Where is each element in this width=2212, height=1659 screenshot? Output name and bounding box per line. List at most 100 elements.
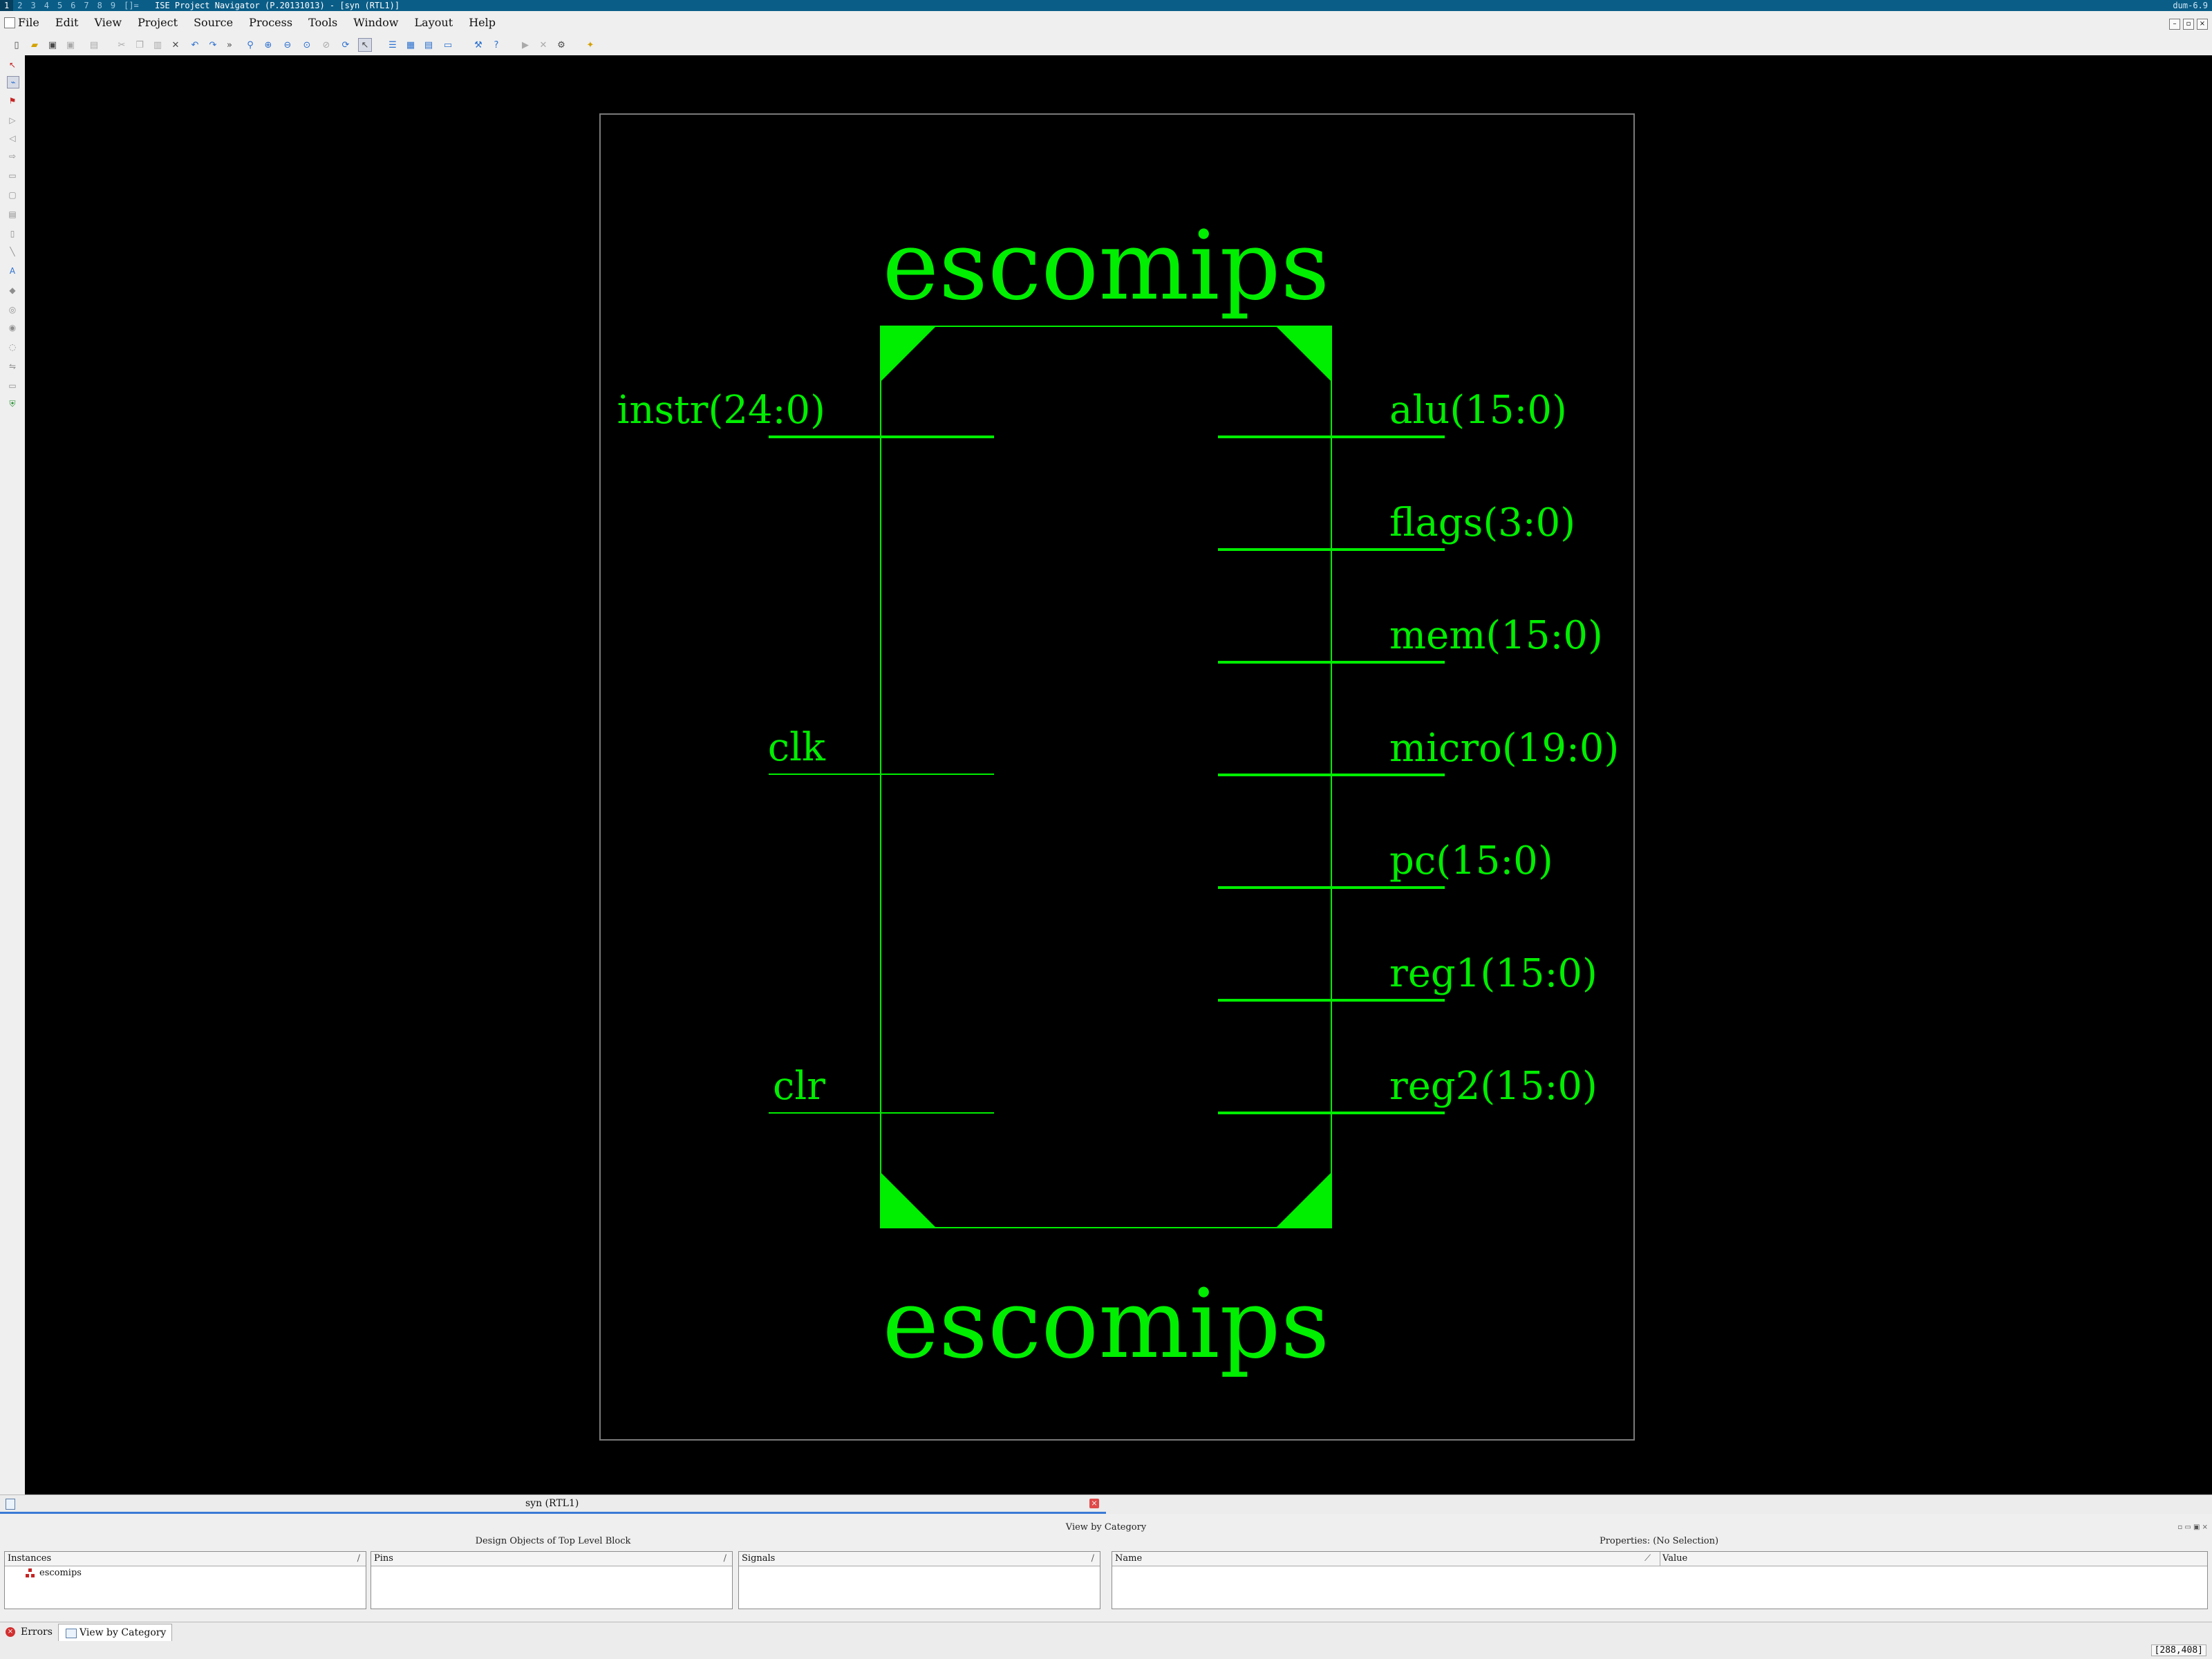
delete-icon[interactable]: ✕ bbox=[171, 39, 180, 50]
close-icon[interactable]: × bbox=[2197, 19, 2208, 30]
sort-icon[interactable]: / bbox=[357, 1553, 360, 1564]
check-schematic-icon[interactable]: ⛨ bbox=[9, 398, 16, 409]
pin-icon[interactable]: ◆ bbox=[9, 285, 16, 295]
copy-icon[interactable]: ❐ bbox=[135, 39, 144, 50]
main-toolbar: ▯ ▰ ▣ ▣ ▤ ✂ ❐ ▥ ✕ ↶ ↷ » ⚲ ⊕ ⊖ ⊙ ⊘ ⟳ ↖ ☰ … bbox=[0, 35, 2212, 56]
window-title: ISE Project Navigator (P.20131013) - [sy… bbox=[155, 1, 400, 10]
menu-process[interactable]: Process bbox=[249, 16, 293, 29]
undo-icon[interactable]: ↶ bbox=[191, 39, 199, 50]
cut-icon[interactable]: ✂ bbox=[118, 39, 126, 50]
pins-list[interactable]: Pins/ bbox=[371, 1551, 733, 1609]
refresh-icon[interactable]: ⟳ bbox=[341, 39, 350, 50]
name-column-header[interactable]: Name bbox=[1112, 1552, 1660, 1566]
restore-icon[interactable]: ▫ bbox=[2183, 19, 2194, 30]
add-rectangle-icon[interactable]: ▯ bbox=[10, 229, 15, 238]
properties-table[interactable]: Name ⟋ Value bbox=[1112, 1551, 2208, 1609]
add-net-icon[interactable]: ⚑ bbox=[8, 96, 17, 106]
zoom-out-icon[interactable]: ⊖ bbox=[283, 39, 292, 50]
pointer-icon[interactable]: ↖ bbox=[8, 60, 17, 70]
mirror-icon[interactable]: ⇋ bbox=[8, 362, 17, 371]
find-icon[interactable]: ⚲ bbox=[247, 39, 254, 50]
tab-syn-rtl1[interactable]: syn (RTL1) × bbox=[0, 1497, 1106, 1514]
workspace-3[interactable]: 3 bbox=[30, 1, 36, 10]
layout-indicator[interactable]: []= bbox=[124, 1, 139, 10]
app-icon[interactable] bbox=[4, 17, 15, 28]
properties-title: Properties: (No Selection) bbox=[1599, 1536, 1719, 1546]
menu-window[interactable]: Window bbox=[353, 16, 399, 29]
menu-edit[interactable]: Edit bbox=[55, 16, 79, 29]
workspace-4[interactable]: 4 bbox=[44, 1, 49, 10]
sources-panel-icon[interactable]: ▦ bbox=[406, 39, 415, 50]
corner-top-right bbox=[1276, 326, 1331, 382]
sort-icon[interactable]: / bbox=[723, 1553, 727, 1564]
add-bus-icon[interactable]: ▷ bbox=[9, 115, 16, 125]
settings-icon[interactable]: ⚙ bbox=[557, 39, 565, 50]
workspace-5[interactable]: 5 bbox=[57, 1, 63, 10]
add-symbol-icon[interactable]: ▭ bbox=[8, 171, 17, 180]
tab-errors[interactable]: × Errors bbox=[0, 1624, 58, 1640]
list-item[interactable]: escomips bbox=[5, 1566, 366, 1580]
menu-view[interactable]: View bbox=[94, 16, 122, 29]
status-right: dum-6.9 bbox=[2173, 1, 2208, 10]
tab-errors-label: Errors bbox=[21, 1627, 53, 1638]
workspace-6[interactable]: 6 bbox=[71, 1, 76, 10]
print-icon[interactable]: ▤ bbox=[89, 39, 99, 50]
add-text-icon[interactable]: ▤ bbox=[8, 209, 17, 219]
add-instance-icon[interactable]: ▢ bbox=[8, 190, 17, 200]
label-icon[interactable]: A bbox=[9, 266, 16, 276]
select-mode-icon[interactable]: ↖ bbox=[358, 38, 372, 52]
add-wire-icon[interactable]: ⌁ bbox=[7, 76, 19, 88]
zoom-in-icon[interactable]: ⊕ bbox=[264, 39, 272, 50]
block-body[interactable] bbox=[880, 326, 1332, 1228]
tab-view-by-category[interactable]: View by Category bbox=[58, 1624, 173, 1641]
panel-controls[interactable]: ▫ ▭ ▣ × bbox=[2177, 1524, 2208, 1531]
add-io-marker-icon[interactable]: ⇨ bbox=[8, 151, 17, 161]
sort-icon[interactable]: / bbox=[1091, 1553, 1094, 1564]
arc-icon[interactable]: ◉ bbox=[8, 323, 17, 332]
menu-layout[interactable]: Layout bbox=[414, 16, 453, 29]
edit-icon[interactable]: ▭ bbox=[8, 381, 17, 391]
signals-header[interactable]: Signals/ bbox=[739, 1552, 1100, 1566]
stop-icon[interactable]: ✕ bbox=[539, 39, 547, 50]
workspace-7[interactable]: 7 bbox=[84, 1, 89, 10]
paste-icon[interactable]: ▥ bbox=[153, 39, 162, 50]
add-line-icon[interactable]: ╲ bbox=[10, 247, 15, 256]
value-column-header[interactable]: Value bbox=[1662, 1553, 1688, 1564]
save-icon[interactable]: ▣ bbox=[48, 39, 57, 50]
redo-icon[interactable]: ↷ bbox=[209, 39, 217, 50]
sort-icon[interactable]: ⟋ bbox=[1644, 1553, 1651, 1564]
rotate-icon[interactable]: ◌ bbox=[8, 342, 17, 352]
lightbulb-icon[interactable]: ✦ bbox=[586, 39, 594, 50]
help-icon[interactable]: ? bbox=[494, 39, 499, 50]
workspace-9[interactable]: 9 bbox=[110, 1, 116, 10]
menu-project[interactable]: Project bbox=[138, 16, 178, 29]
signals-list[interactable]: Signals/ bbox=[738, 1551, 1100, 1609]
menu-file[interactable]: File bbox=[18, 16, 39, 29]
instances-list[interactable]: Instances/ escomips bbox=[4, 1551, 366, 1609]
zoom-fit-icon[interactable]: ⊙ bbox=[303, 39, 311, 50]
zoom-area-icon[interactable]: ⊘ bbox=[322, 39, 330, 50]
save-all-icon[interactable]: ▣ bbox=[66, 39, 75, 50]
menu-help[interactable]: Help bbox=[469, 16, 496, 29]
new-file-icon[interactable]: ▯ bbox=[14, 39, 19, 50]
console-icon[interactable]: ▭ bbox=[443, 39, 453, 50]
run-icon[interactable]: ▶ bbox=[522, 39, 529, 50]
more-icon[interactable]: » bbox=[227, 39, 232, 50]
close-tab-icon[interactable]: × bbox=[1089, 1499, 1099, 1508]
pins-header[interactable]: Pins/ bbox=[371, 1552, 732, 1566]
circle-icon[interactable]: ◎ bbox=[8, 305, 17, 315]
add-tap-icon[interactable]: ◁ bbox=[9, 133, 16, 143]
menu-source[interactable]: Source bbox=[194, 16, 234, 29]
workspace-1[interactable]: 1 bbox=[0, 0, 14, 11]
menu-tools[interactable]: Tools bbox=[308, 16, 338, 29]
workspace-2[interactable]: 2 bbox=[17, 1, 23, 10]
minimize-icon[interactable]: – bbox=[2169, 19, 2180, 30]
workspace-8[interactable]: 8 bbox=[97, 1, 102, 10]
open-folder-icon[interactable]: ▰ bbox=[31, 39, 38, 50]
process-panel-icon[interactable]: ▤ bbox=[424, 39, 433, 50]
hierarchy-icon[interactable]: ☰ bbox=[388, 39, 397, 50]
instances-header[interactable]: Instances/ bbox=[5, 1552, 366, 1566]
tools-icon[interactable]: ⚒ bbox=[474, 39, 482, 50]
